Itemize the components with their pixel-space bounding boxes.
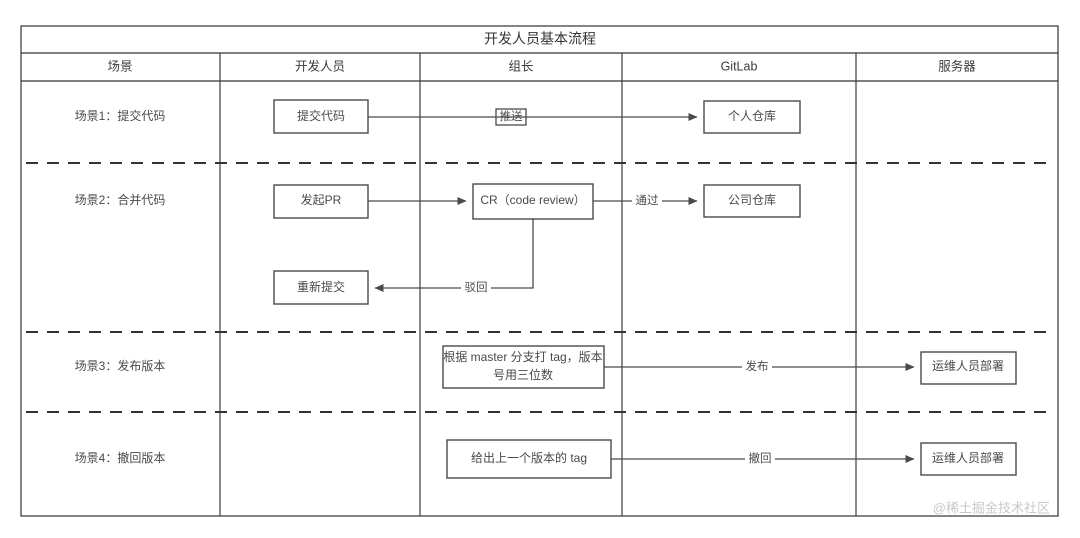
node-create-pr-label: 发起PR [301, 192, 342, 207]
node-ops-deploy-release-box[interactable] [920, 351, 1017, 385]
node-company-repo-box[interactable] [703, 184, 801, 218]
edge-reject-label: 驳回 [465, 281, 488, 294]
table-outer-border [20, 25, 1059, 517]
edge-pass-label-bg [632, 193, 662, 209]
node-submit-code-label: 提交代码 [297, 108, 345, 123]
scenario-label-3: 场景3：发布版本 [75, 358, 166, 373]
edge-push-label-bg [495, 108, 527, 126]
node-personal-repo-box[interactable] [703, 100, 801, 134]
node-create-pr-box[interactable] [273, 184, 369, 219]
column-header-scene: 场景 [107, 59, 132, 73]
node-tag-rule-box[interactable] [442, 345, 605, 389]
node-tag-rule-label-line2: 号用三位数 [493, 367, 553, 382]
column-header-leader: 组长 [508, 59, 534, 73]
watermark: @稀土掘金技术社区 [933, 500, 1050, 515]
node-ops-deploy-rollback-label: 运维人员部署 [932, 450, 1004, 465]
edge-reject-label-bg [461, 280, 491, 296]
node-prev-tag-box[interactable] [446, 439, 612, 479]
scenario-label-2: 场景2：合并代码 [75, 192, 166, 207]
scenario-label-4: 场景4：撤回版本 [75, 450, 166, 465]
scenario-label-1: 场景1：提交代码 [75, 108, 166, 123]
node-submit-code-box[interactable] [273, 99, 369, 134]
node-code-review-label: CR（code review） [480, 193, 585, 207]
edge-release-label-bg [742, 359, 772, 375]
edge-reject-line [374, 219, 534, 292]
node-code-review-box[interactable] [472, 183, 594, 220]
diagram-title: 开发人员基本流程 [484, 31, 596, 47]
node-tag-rule-label-line1: 根据 master 分支打 tag，版本 [443, 350, 602, 364]
column-header-server: 服务器 [938, 58, 976, 73]
column-header-developer: 开发人员 [295, 58, 345, 73]
node-ops-deploy-rollback-box[interactable] [920, 442, 1017, 476]
node-personal-repo-label: 个人仓库 [728, 108, 776, 123]
edge-rollback-label: 撤回 [749, 451, 772, 465]
edge-pass-label: 通过 [636, 194, 659, 207]
edge-release-label: 发布 [746, 359, 769, 373]
node-ops-deploy-release-label: 运维人员部署 [932, 358, 1004, 373]
column-header-gitlab: GitLab [721, 59, 758, 73]
node-resubmit-box[interactable] [273, 270, 369, 305]
edge-rollback-label-bg [745, 451, 775, 467]
node-resubmit-label: 重新提交 [297, 279, 345, 294]
node-company-repo-label: 公司仓库 [728, 192, 776, 207]
edge-push-label: 推送 [500, 109, 523, 123]
node-prev-tag-label: 给出上一个版本的 tag [471, 450, 587, 465]
